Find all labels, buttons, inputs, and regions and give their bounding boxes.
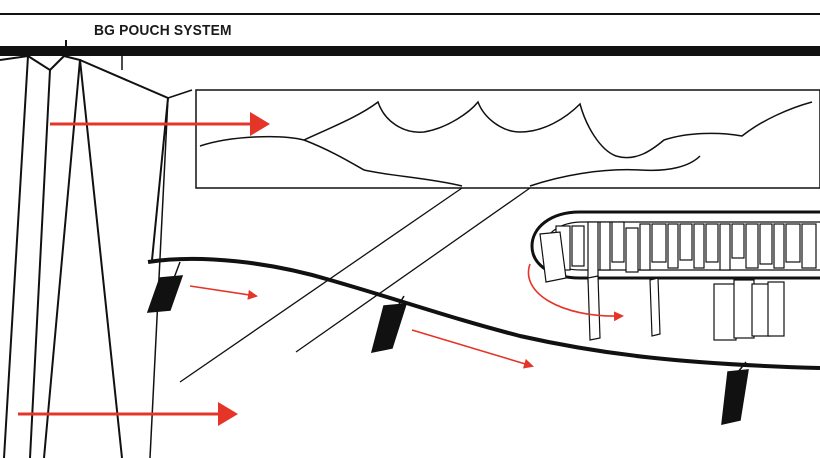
cloud-outline xyxy=(199,100,813,159)
cloud-lower xyxy=(303,139,463,187)
arrow-top-left-head xyxy=(250,112,270,136)
pouch-2 xyxy=(370,303,408,353)
pouch-track xyxy=(147,256,820,370)
pouch-1 xyxy=(146,275,184,313)
diagonal-line-1 xyxy=(179,187,463,383)
overhead-rail xyxy=(0,46,820,56)
sorter-conveyor xyxy=(530,210,820,341)
diagram-title: BG POUCH SYSTEM xyxy=(94,22,232,39)
flow-arrows xyxy=(18,112,624,426)
left-wall-panels xyxy=(0,54,193,458)
diagonal-line-2 xyxy=(295,187,531,353)
background-window xyxy=(195,89,820,189)
arrow-track-2 xyxy=(411,329,534,369)
hanging-pouches xyxy=(146,261,749,425)
arrow-track-1 xyxy=(189,285,258,300)
arrow-sorter-exit xyxy=(527,263,624,322)
cloud-lower-right xyxy=(529,155,701,187)
arrow-bottom-left-head xyxy=(218,402,238,426)
pouch-3 xyxy=(721,369,749,425)
